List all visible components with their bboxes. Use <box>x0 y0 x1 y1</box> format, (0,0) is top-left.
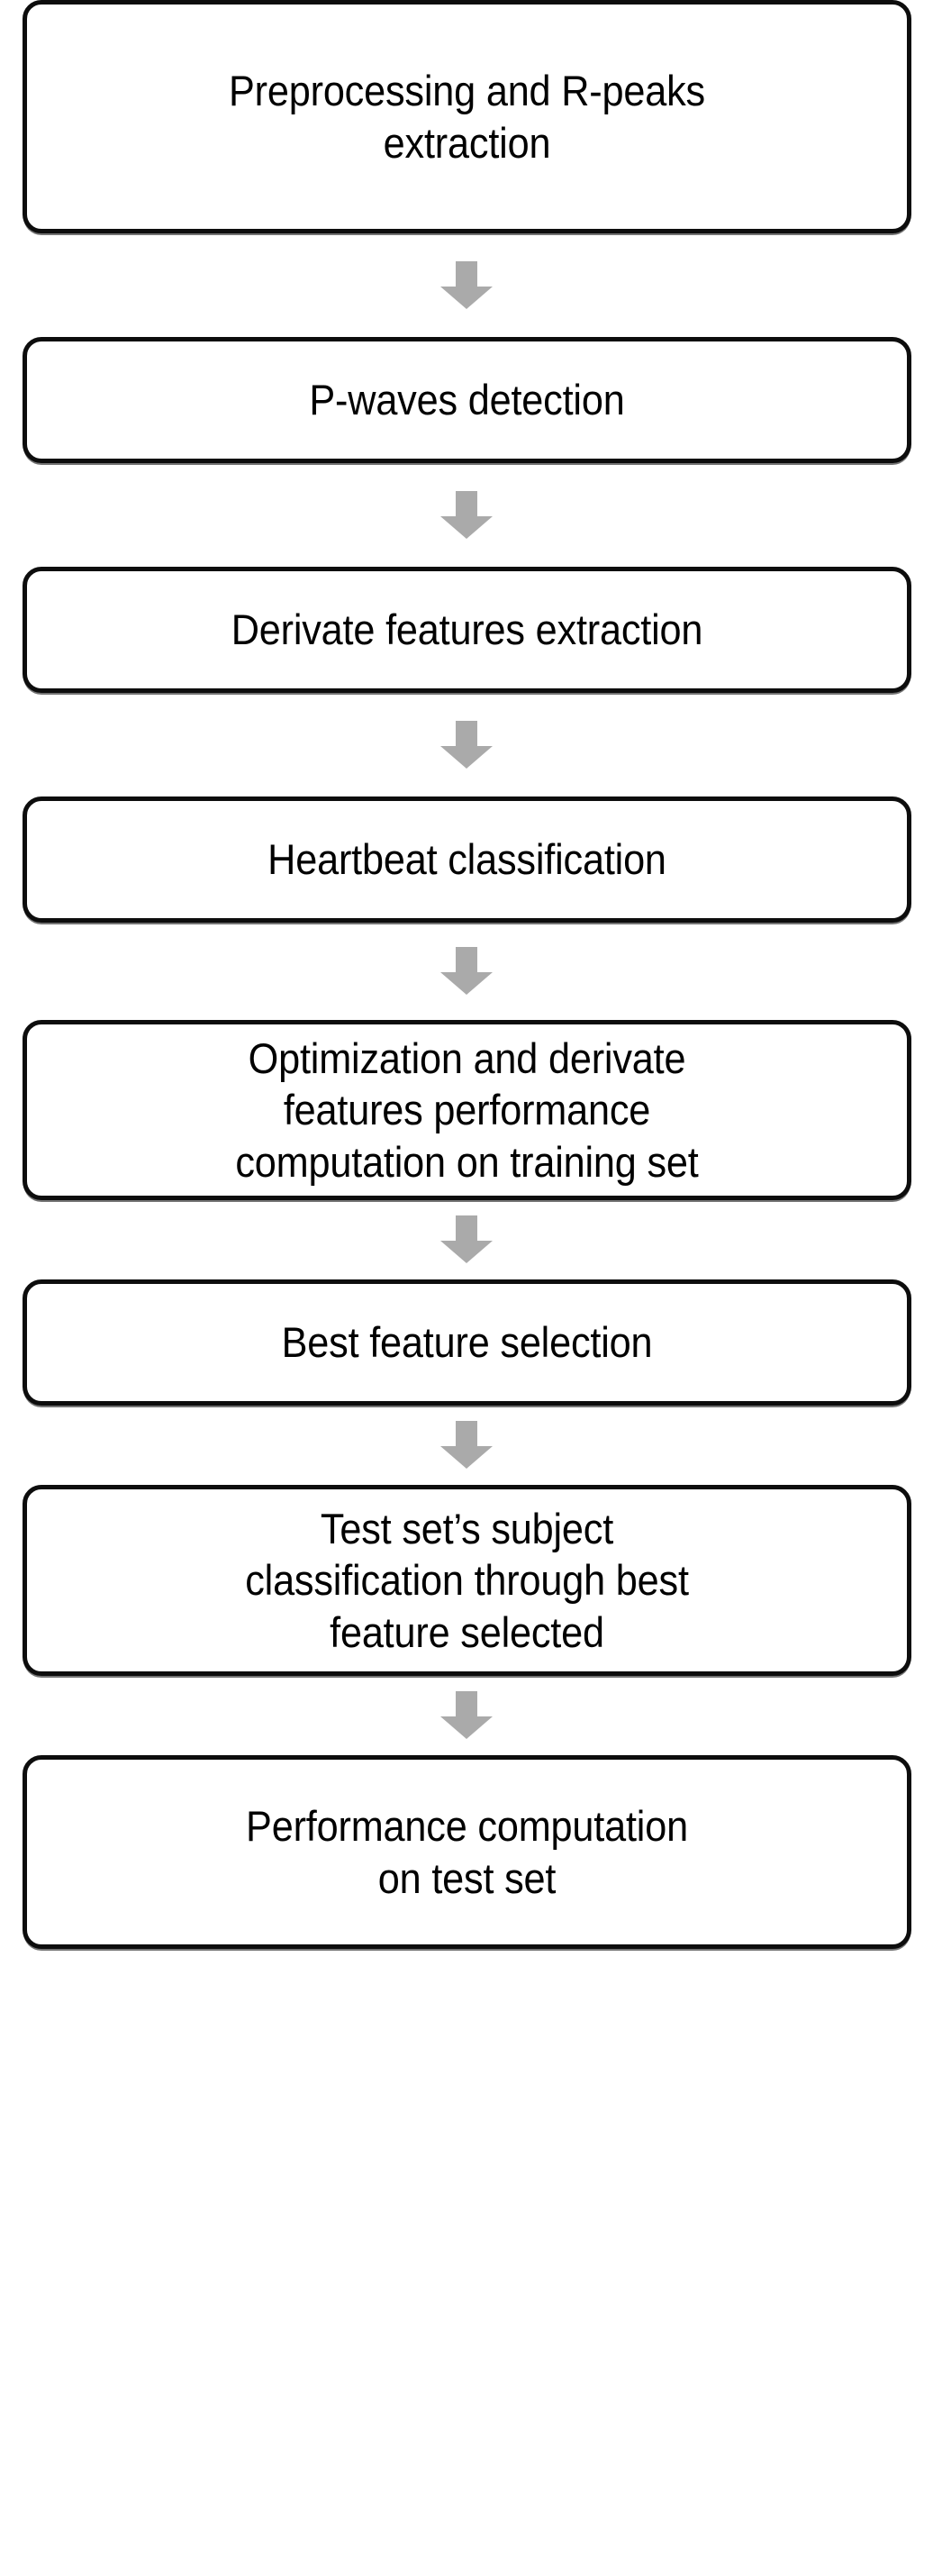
flow-connector-6 <box>421 1406 512 1485</box>
arrow-down-icon <box>440 1691 493 1739</box>
flow-step-label: P-waves detection <box>308 376 625 424</box>
flow-step-derivate-features-extraction[interactable]: Derivate features extraction <box>22 567 911 693</box>
flow-step-performance-computation-on-test-set[interactable]: Performance computation on test set <box>22 1755 911 1949</box>
arrow-down-icon <box>440 720 493 769</box>
arrow-down-icon <box>440 490 493 539</box>
arrow-down-icon <box>440 1421 493 1469</box>
flow-step-preprocessing-and-r-peaks-extraction[interactable]: Preprocessing and R-peaks extraction <box>22 0 911 233</box>
flow-step-label: Test set’s subject classification throug… <box>244 1505 689 1656</box>
arrow-down-icon <box>440 1215 493 1263</box>
flow-step-test-sets-subject-classification-through-best-feature-selected[interactable]: Test set’s subject classification throug… <box>22 1485 911 1676</box>
flow-connector-4 <box>421 923 512 1020</box>
flowchart-column: Preprocessing and R-peaks extraction P-w… <box>22 0 911 1949</box>
flow-connector-3 <box>421 693 512 796</box>
flow-step-best-feature-selection[interactable]: Best feature selection <box>22 1279 911 1406</box>
flow-step-label: Best feature selection <box>281 1318 652 1367</box>
flow-step-label: Heartbeat classification <box>267 835 666 884</box>
flow-step-label: Performance computation on test set <box>245 1802 688 1902</box>
flow-step-label: Derivate features extraction <box>231 605 702 654</box>
flow-step-label: Optimization and derivate features perfo… <box>234 1034 699 1186</box>
arrow-down-icon <box>440 947 493 995</box>
flow-step-label: Preprocessing and R-peaks extraction <box>228 67 705 167</box>
flow-connector-5 <box>421 1200 512 1279</box>
flow-connector-1 <box>421 233 512 337</box>
flow-connector-7 <box>421 1676 512 1755</box>
arrow-down-icon <box>440 260 493 309</box>
flow-step-heartbeat-classification[interactable]: Heartbeat classification <box>22 796 911 923</box>
flow-step-p-waves-detection[interactable]: P-waves detection <box>22 337 911 463</box>
flow-connector-2 <box>421 463 512 567</box>
flow-step-optimization-and-derivate-features-performance-computation-on-training-set[interactable]: Optimization and derivate features perfo… <box>22 1020 911 1200</box>
